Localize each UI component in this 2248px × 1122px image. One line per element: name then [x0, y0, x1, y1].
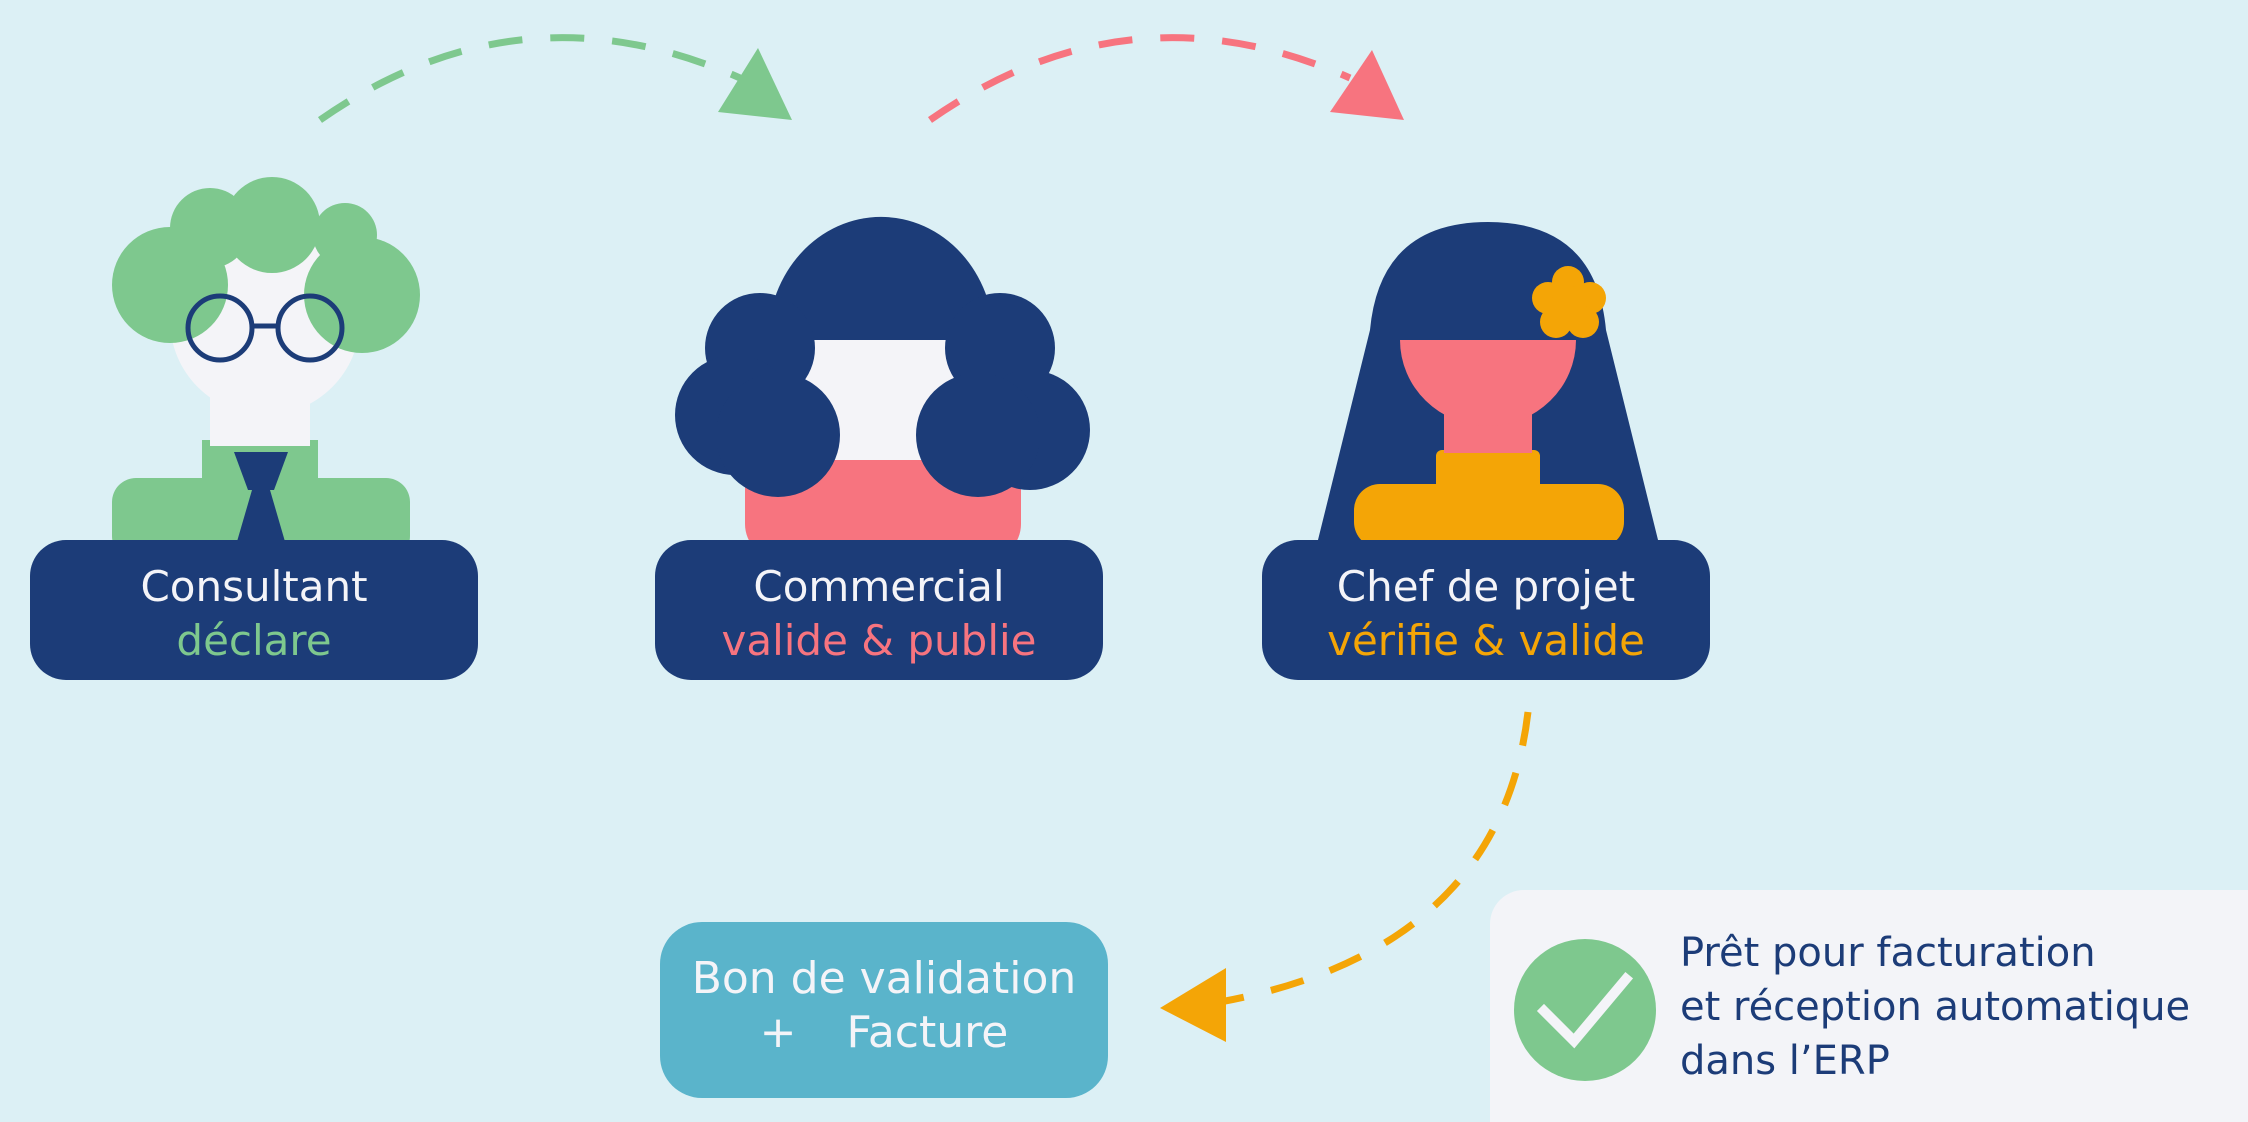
ready-line1: Prêt pour facturation [1680, 930, 2096, 976]
consultant-role: Consultant [140, 562, 368, 611]
consultant-action: déclare [176, 616, 332, 665]
output-line2: Facture [846, 1007, 1009, 1058]
arrow-chef-to-output [1160, 711, 1532, 1042]
consultant-card: Consultant déclare [30, 540, 478, 680]
arrow-commercial-to-chef [927, 34, 1404, 123]
commercial-avatar [675, 216, 1090, 560]
chef-de-projet-action: vérifie & valide [1327, 616, 1645, 665]
plus-sign: + [759, 1007, 797, 1058]
chef-de-projet-card: Chef de projet vérifie & valide [1262, 540, 1710, 680]
arrow-consultant-to-commercial [317, 34, 792, 123]
ready-for-billing-box: Prêt pour facturation et réception autom… [1490, 890, 2248, 1122]
chef-de-projet-role: Chef de projet [1336, 562, 1636, 611]
output-line2-row: + Facture [660, 1006, 1108, 1060]
commercial-card: Commercial valide & publie [655, 540, 1103, 680]
ready-text: Prêt pour facturation et réception autom… [1680, 926, 2240, 1088]
output-line1: Bon de validation [691, 953, 1077, 1004]
ready-line2: et réception automatique [1680, 984, 2191, 1030]
chef-de-projet-avatar [1316, 222, 1660, 548]
consultant-avatar [112, 177, 420, 560]
ready-line3: dans l’ERP [1680, 1038, 1890, 1084]
flower-icon [1532, 266, 1606, 338]
check-icon [1514, 939, 1656, 1081]
commercial-role: Commercial [753, 562, 1005, 611]
commercial-action: valide & publie [721, 616, 1037, 665]
bon-de-validation-box: Bon de validation + Facture [660, 922, 1108, 1098]
